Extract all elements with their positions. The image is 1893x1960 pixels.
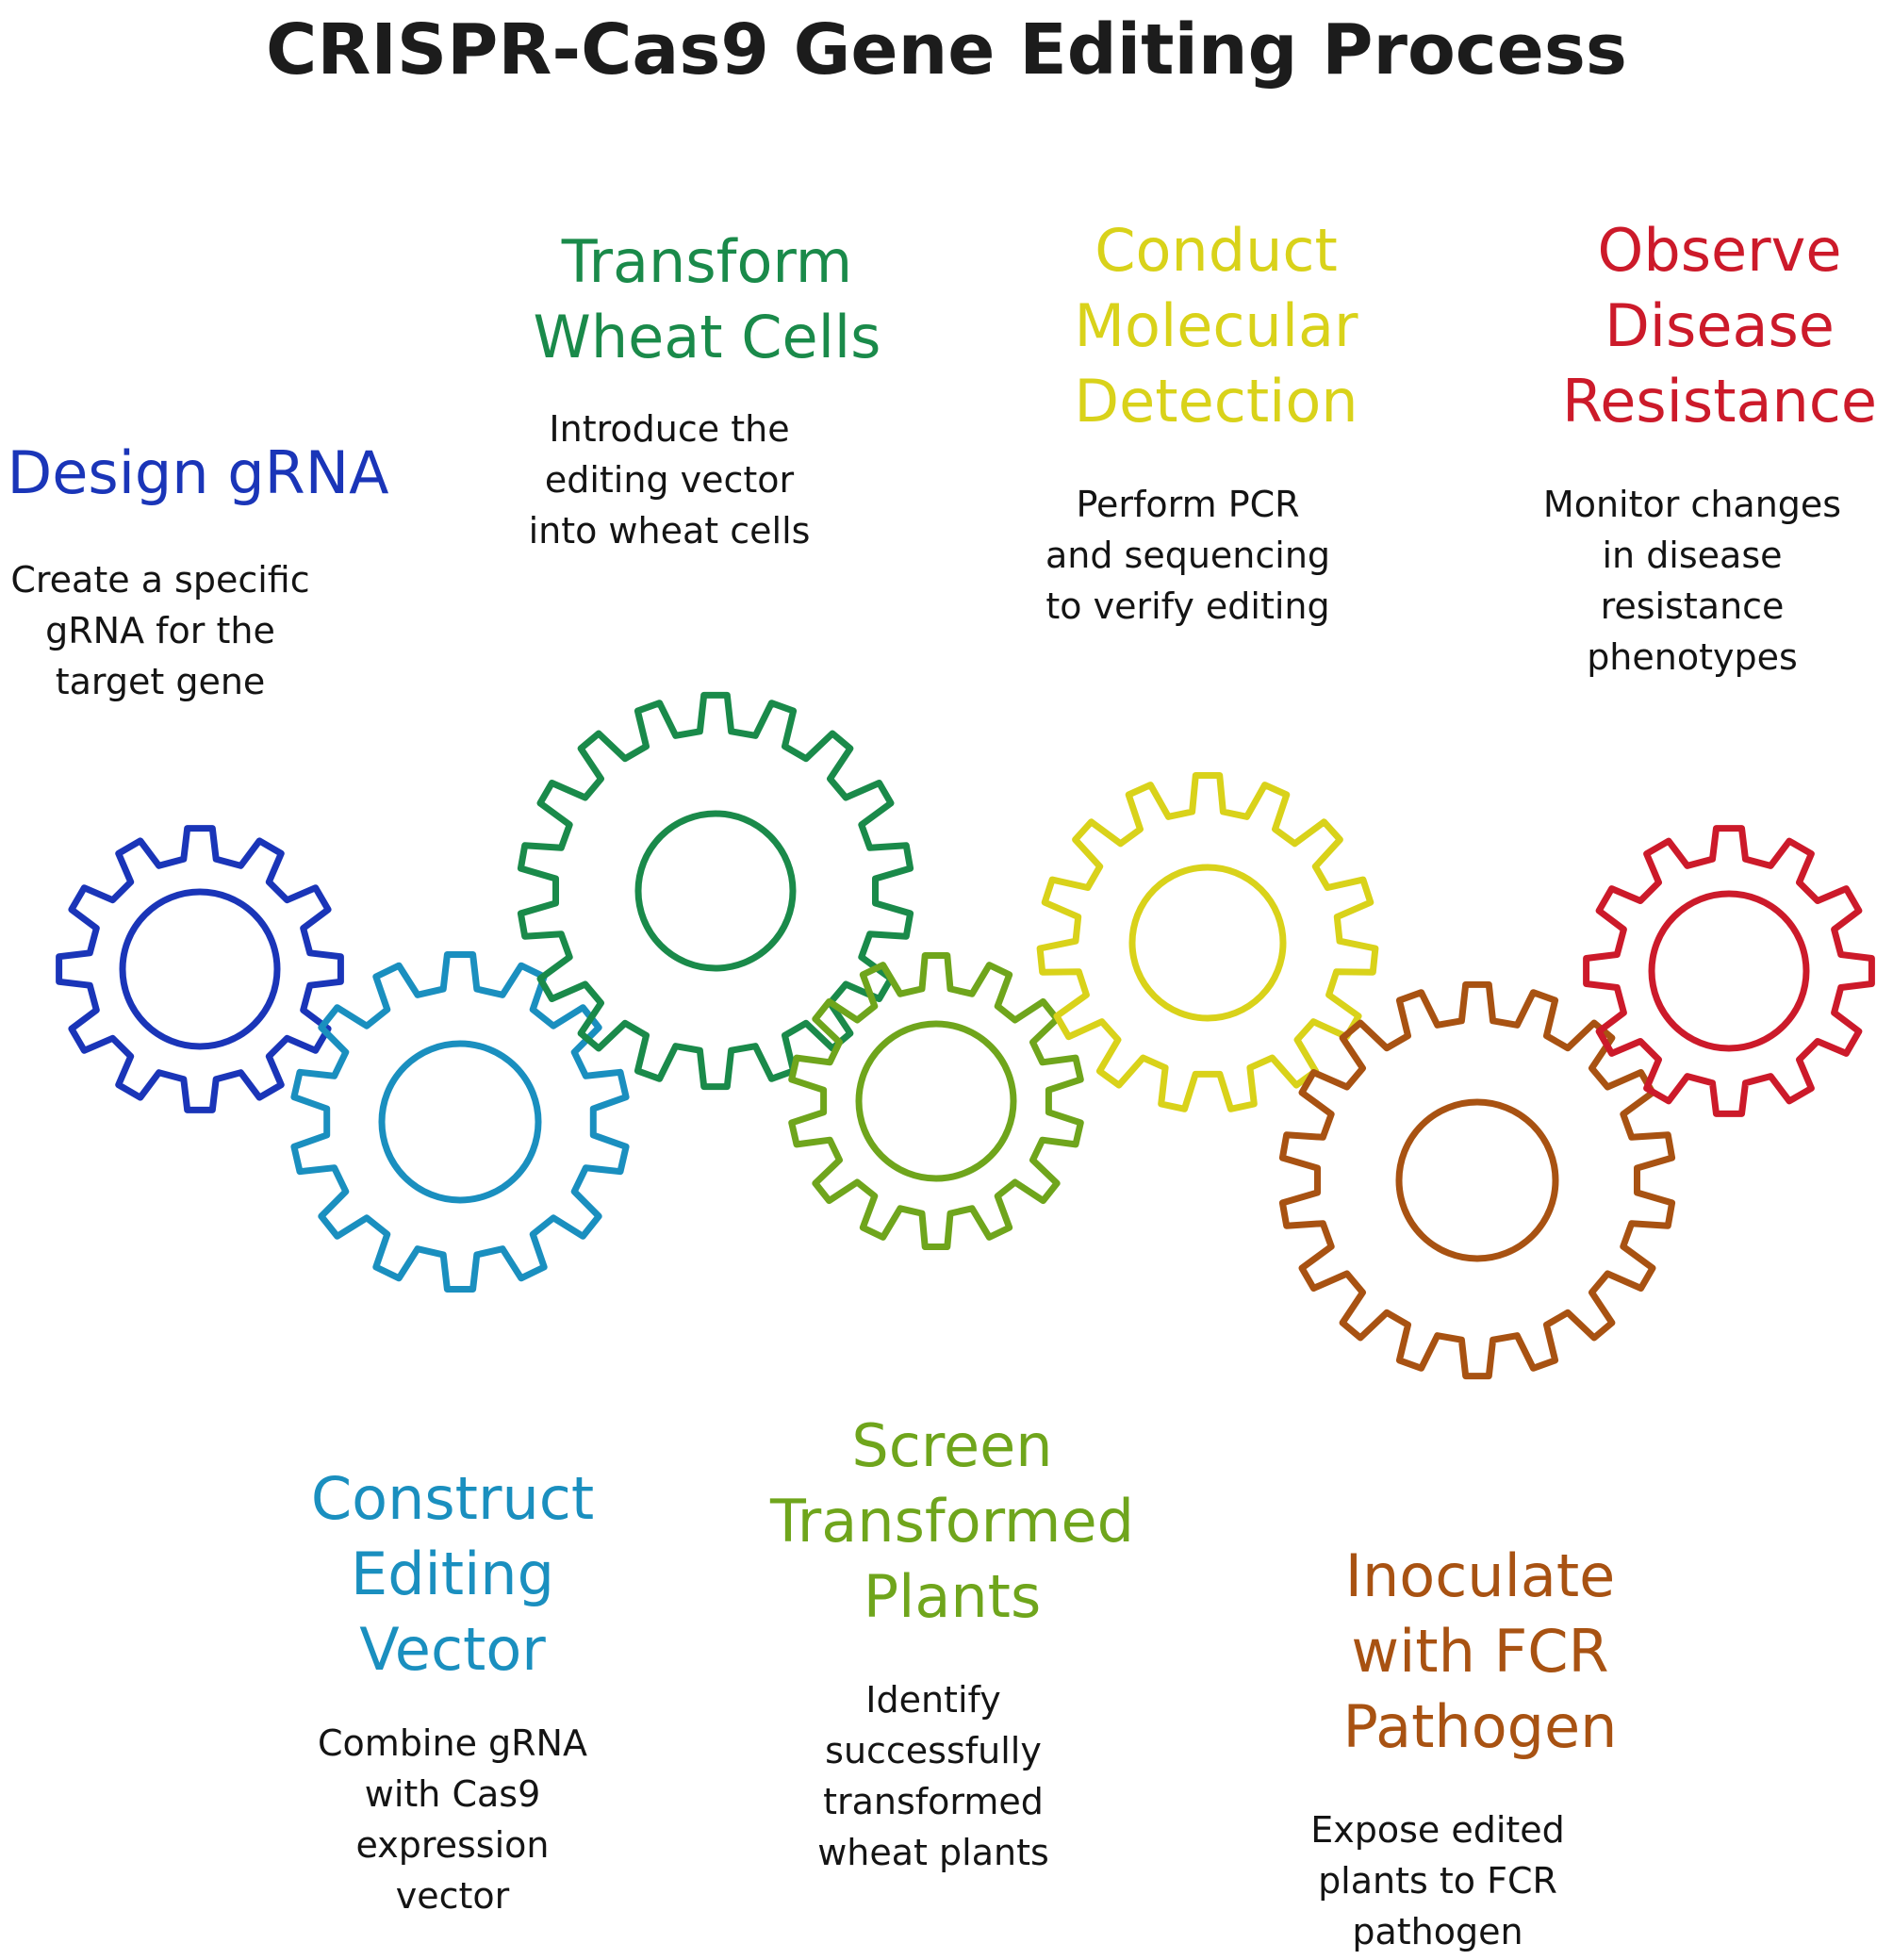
step-title-observe-resistance: Observe Disease Resistance xyxy=(1561,216,1878,436)
step-title-transform-cells: Transform Wheat Cells xyxy=(533,227,881,371)
gear-hub-observe-resistance xyxy=(1648,890,1810,1052)
step-desc-construct-vector: Combine gRNA with Cas9 expression vector xyxy=(318,1722,587,1917)
step-desc-observe-resistance: Monitor changes in disease resistance ph… xyxy=(1542,484,1842,678)
gear-screen-plants xyxy=(788,952,1084,1250)
page-title: CRISPR-Cas9 Gene Editing Process xyxy=(266,9,1627,91)
step-title-screen-plants: Screen Transformed Plants xyxy=(770,1411,1134,1631)
gear-teeth-observe-resistance xyxy=(1583,825,1875,1117)
gear-observe-resistance xyxy=(1583,825,1875,1117)
gear-teeth-molecular-detection xyxy=(1036,772,1379,1112)
step-title-construct-vector: Construct Editing Vector xyxy=(310,1464,595,1684)
step-title-inoculate-pathogen: Inoculate with FCR Pathogen xyxy=(1342,1541,1618,1761)
gear-construct-vector xyxy=(290,951,630,1293)
step-desc-molecular-detection: Perform PCR and sequencing to verify edi… xyxy=(1045,484,1331,627)
gear-transform-cells xyxy=(517,691,914,1091)
gear-hub-molecular-detection xyxy=(1128,864,1287,1022)
step-title-molecular-detection: Conduct Molecular Detection xyxy=(1074,216,1358,436)
step-title-design-grna: Design gRNA xyxy=(7,438,389,507)
gear-hub-screen-plants xyxy=(855,1020,1017,1182)
gear-teeth-inoculate-pathogen xyxy=(1278,980,1676,1380)
gear-hub-transform-cells xyxy=(634,810,797,972)
gear-inoculate-pathogen xyxy=(1278,980,1676,1380)
gear-hub-design-grna xyxy=(119,888,281,1050)
step-desc-screen-plants: Identify successfully transformed wheat … xyxy=(817,1679,1049,1873)
gear-molecular-detection xyxy=(1036,772,1379,1112)
gear-design-grna xyxy=(56,825,344,1113)
step-desc-design-grna: Create a specific gRNA for the target ge… xyxy=(10,559,310,702)
gear-hub-inoculate-pathogen xyxy=(1395,1098,1559,1262)
gear-teeth-screen-plants xyxy=(788,952,1084,1250)
step-desc-inoculate-pathogen: Expose edited plants to FCR pathogen xyxy=(1310,1809,1565,1952)
gear-teeth-design-grna xyxy=(56,825,344,1113)
step-desc-transform-cells: Introduce the editing vector into wheat … xyxy=(528,408,811,552)
gear-teeth-construct-vector xyxy=(290,951,630,1293)
gear-hub-construct-vector xyxy=(378,1040,542,1204)
gear-teeth-transform-cells xyxy=(517,691,914,1091)
